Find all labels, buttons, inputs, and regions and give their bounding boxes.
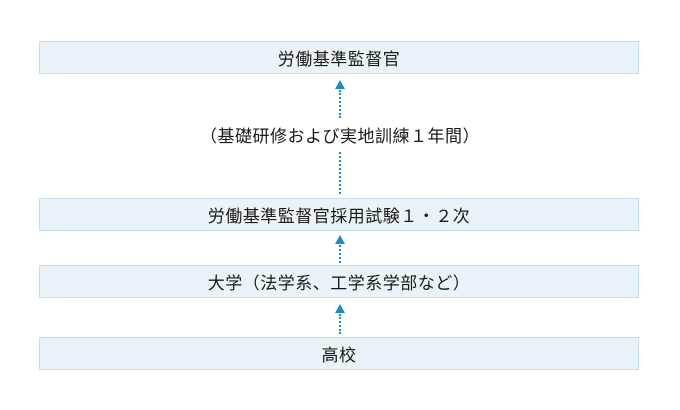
training-period-label: （基礎研修および実地訓練１年間） — [200, 127, 480, 147]
dotted-line — [339, 152, 341, 194]
arrow-up-connector — [333, 304, 347, 334]
dotted-line — [339, 314, 341, 334]
dotted-line — [339, 245, 341, 263]
stage-label: 大学（法学系、工学系学部など） — [207, 274, 471, 294]
stage-label: 労働基準監督官 — [277, 50, 401, 70]
stage-recruitment-exam: 労働基準監督官採用試験１・２次 — [39, 198, 639, 231]
arrow-up-connector — [333, 235, 347, 263]
stage-label: 高校 — [321, 346, 357, 366]
stage-label: 労働基準監督官採用試験１・２次 — [207, 207, 471, 227]
arrow-up-icon — [335, 235, 345, 244]
arrow-connector-lower-segment — [333, 152, 347, 194]
arrow-up-connector — [333, 80, 347, 118]
arrow-up-icon — [335, 80, 345, 89]
stage-university: 大学（法学系、工学系学部など） — [39, 265, 639, 298]
stage-labor-inspector: 労働基準監督官 — [39, 41, 639, 74]
dotted-line — [339, 90, 341, 118]
arrow-up-icon — [335, 304, 345, 313]
stage-high-school: 高校 — [39, 337, 639, 370]
